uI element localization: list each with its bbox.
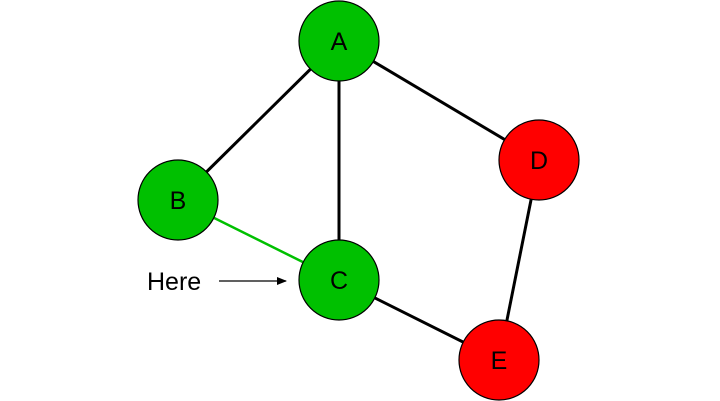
node-label-e: E xyxy=(491,347,508,375)
node-a: A xyxy=(298,0,380,82)
node-label-c: C xyxy=(330,267,348,295)
node-label-d: D xyxy=(530,147,548,175)
node-circle-e xyxy=(458,319,540,401)
annotation-layer: Here xyxy=(147,268,287,296)
nodes-layer: A B C D E xyxy=(137,0,580,401)
node-d: D xyxy=(498,119,580,201)
node-circle-d xyxy=(498,119,580,201)
node-label-a: A xyxy=(331,28,348,56)
node-circle-a xyxy=(298,0,380,82)
node-e: E xyxy=(458,319,540,401)
node-circle-c xyxy=(298,239,380,321)
node-circle-b xyxy=(137,159,219,241)
node-c: C xyxy=(298,239,380,321)
node-label-b: B xyxy=(170,187,187,215)
node-b: B xyxy=(137,159,219,241)
annotation-label: Here xyxy=(147,268,201,296)
